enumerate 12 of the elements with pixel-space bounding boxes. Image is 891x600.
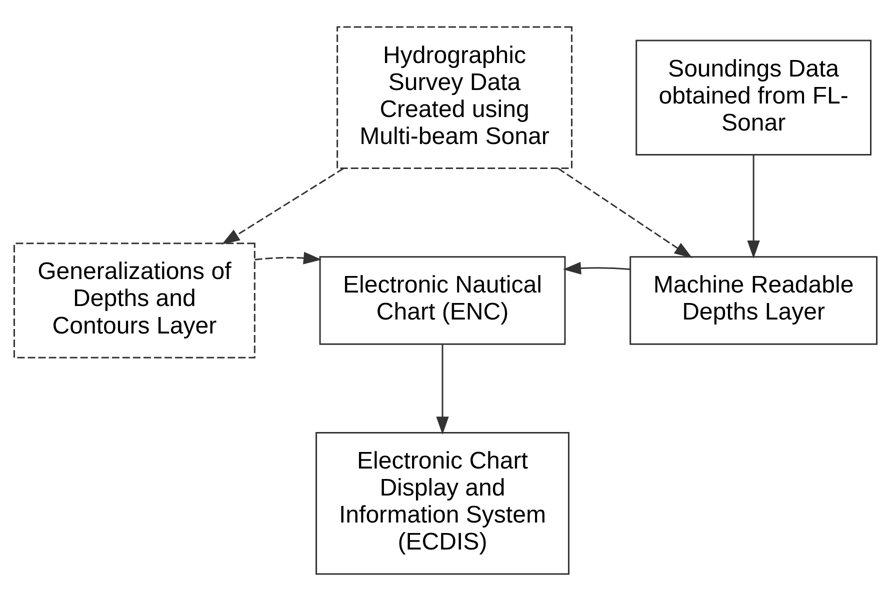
- node-box: Electronic Chart Display and Information System (ECDIS): [316, 431, 570, 574]
- arrow: [254, 251, 322, 264]
- arrow: [436, 344, 449, 434]
- node-box: Soundings Data obtained from FL-Sonar: [636, 39, 872, 155]
- node-box: Machine Readable Depths Layer: [630, 256, 878, 344]
- arrow: [562, 261, 630, 274]
- node-box: Hydrographic Survey Data Created using Multi-beam Sonar: [336, 26, 572, 169]
- node-box: Generalizations of Depths and Contours Layer: [13, 242, 256, 358]
- arrow: [747, 154, 760, 258]
- node-box: Electronic Nautical Chart (ENC): [319, 256, 566, 344]
- arrow: [558, 167, 692, 258]
- arrow: [222, 167, 344, 244]
